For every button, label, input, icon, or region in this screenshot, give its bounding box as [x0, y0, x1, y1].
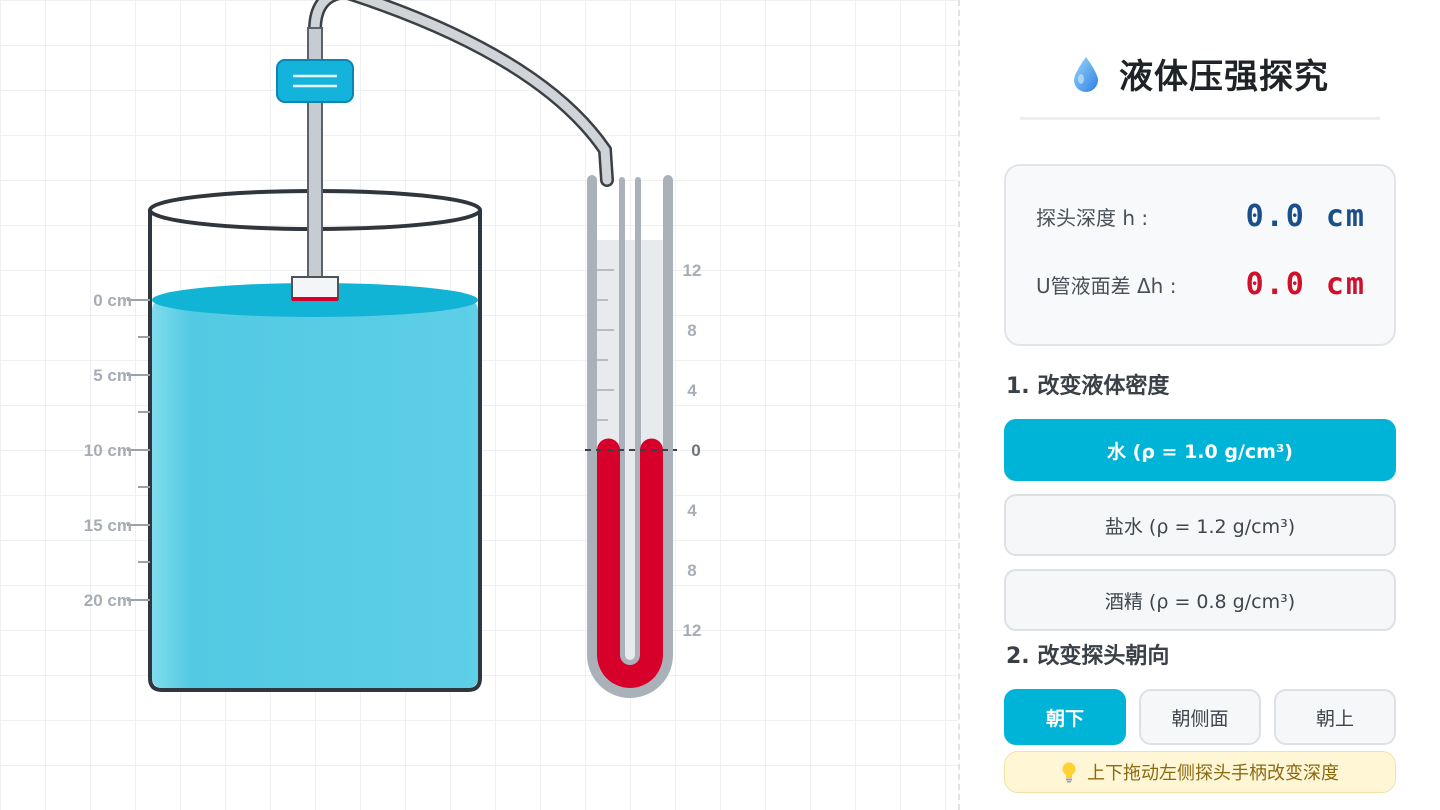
beaker-scale-label: 20 cm: [84, 591, 132, 610]
depth-value: 0.0 cm: [1245, 198, 1366, 234]
u-tube-scale-label: 12: [683, 261, 702, 280]
liquid-alcohol-button[interactable]: 酒精 (ρ = 0.8 g/cm³): [1004, 569, 1396, 631]
depth-label: 探头深度 h :: [1036, 205, 1149, 230]
hint-text: 上下拖动左侧探头手柄改变深度: [1087, 763, 1339, 784]
beaker-scale-label: 5 cm: [93, 366, 132, 385]
probe-handle[interactable]: [276, 59, 354, 103]
depth-row: 探头深度 h : 0.0 cm: [1036, 196, 1366, 236]
u-tube-scale: [597, 269, 614, 421]
readout-card: 探头深度 h : 0.0 cm U管液面差 Δh : 0.0 cm: [1004, 164, 1396, 346]
beaker-scale: [127, 299, 150, 601]
orient-up-button[interactable]: 朝上: [1274, 689, 1396, 745]
probe-head: [291, 276, 339, 301]
orient-down-button[interactable]: 朝下: [1004, 689, 1126, 745]
liquid-water-button[interactable]: 水 (ρ = 1.0 g/cm³): [1004, 419, 1396, 481]
density-section-title: 1. 改变液体密度: [1006, 374, 1170, 399]
u-tube-scale-label: 8: [687, 321, 696, 340]
orientation-section-title: 2. 改变探头朝向: [1006, 644, 1170, 669]
panel-header: 液体压强探究: [1020, 40, 1380, 120]
lightbulb-icon: [1062, 762, 1076, 783]
beaker-scale-label: 10 cm: [84, 441, 132, 460]
rubber-hose: [308, 0, 614, 187]
liquid-saltwater-button[interactable]: 盐水 (ρ = 1.2 g/cm³): [1004, 494, 1396, 556]
droplet-icon: [1074, 56, 1098, 92]
u-tube-scale-label: 12: [683, 621, 702, 640]
u-tube-scale-label: 4: [687, 501, 697, 520]
panel-divider: [958, 0, 960, 810]
simulation-area: 0 cm 5 cm 10 cm 15 cm 20 cm: [0, 0, 958, 810]
u-tube: [585, 175, 677, 698]
u-tube-scale-label: 4: [687, 381, 697, 400]
apparatus-drawing: 0 cm 5 cm 10 cm 15 cm 20 cm: [84, 0, 702, 698]
page-title: 液体压强探究: [1119, 57, 1329, 97]
hint-banner: 上下拖动左侧探头手柄改变深度: [1004, 751, 1396, 793]
height-diff-row: U管液面差 Δh : 0.0 cm: [1036, 264, 1366, 304]
orient-side-button[interactable]: 朝侧面: [1139, 689, 1261, 745]
beaker-scale-label: 0 cm: [93, 291, 132, 310]
beaker-scale-label: 15 cm: [84, 516, 132, 535]
beaker-liquid: [152, 283, 478, 688]
u-tube-scale-label: 8: [687, 561, 696, 580]
height-diff-value: 0.0 cm: [1245, 266, 1366, 302]
u-tube-zero-label: 0: [691, 441, 700, 460]
height-diff-label: U管液面差 Δh :: [1036, 273, 1177, 298]
u-tube-liquid: [597, 438, 663, 688]
control-panel: 液体压强探究 探头深度 h : 0.0 cm U管液面差 Δh : 0.0 cm…: [960, 0, 1440, 810]
